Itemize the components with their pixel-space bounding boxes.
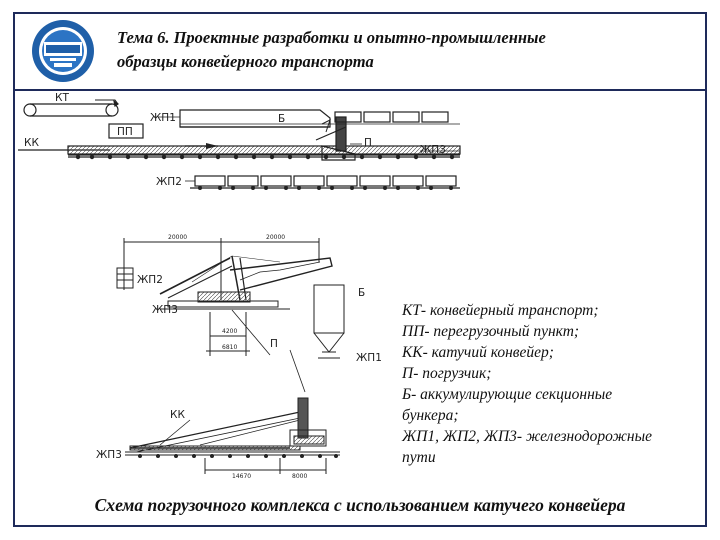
loader-p-plan (315, 116, 356, 161)
legend-item: ПП- перегрузочный пункт; (402, 323, 580, 340)
track-zhp3 (67, 145, 461, 158)
university-logo (32, 20, 94, 82)
label-p-side: П (270, 338, 278, 350)
pp-transfer-point (108, 123, 144, 139)
bottom-view-rolling-conveyor (125, 397, 340, 474)
legend-item: П- погрузчик; (402, 365, 492, 382)
side-view-loader (116, 238, 345, 446)
bottom-view-wheels (138, 454, 338, 458)
legend-item: Б- аккумулирующие секционные (402, 386, 613, 403)
legend-item: КТ- конвейерный транспорт; (402, 302, 599, 319)
label-zhp3-side: ЖП3 (152, 304, 178, 316)
legend-item: ЖП1, ЖП2, ЖП3- железнодорожные (402, 428, 652, 445)
wagons-zhp2-wheels (198, 186, 453, 190)
title-line-1: Тема 6. Проектные разработки и опытно-пр… (117, 28, 546, 47)
label-zhp2-top: ЖП2 (156, 176, 182, 188)
label-kk-bottom: КК (170, 409, 185, 421)
bunker-b-plan (179, 109, 331, 128)
dim-3: 4200 (222, 328, 237, 335)
figure-caption: Схема погрузочного комплекса с использов… (94, 495, 626, 515)
legend-item: бункера; (402, 407, 459, 424)
label-kk: КК (24, 137, 39, 149)
legend-item: КК- катучий конвейер; (402, 344, 554, 361)
label-zhp3-bottom: ЖП3 (96, 449, 122, 461)
wagons-zhp1 (180, 111, 460, 125)
wagons-zhp2 (190, 175, 460, 189)
slide-title: Тема 6. Проектные разработки и опытно-пр… (117, 26, 707, 74)
slide-frame (13, 12, 707, 527)
legend-item: пути (402, 449, 436, 466)
dim-6: 8000 (292, 473, 307, 480)
label-kt: КТ (55, 92, 69, 104)
label-pp: ПП (117, 126, 133, 138)
label-p-top: П (364, 137, 372, 149)
kt-conveyor (23, 99, 120, 117)
label-zhp1-top: ЖП1 (150, 112, 176, 124)
label-b-top: Б (278, 113, 285, 125)
header-divider (13, 89, 707, 91)
label-zhp1-side: ЖП1 (356, 352, 382, 364)
dim-2: 20000 (266, 234, 285, 241)
dim-1: 20000 (168, 234, 187, 241)
dim-4: 6810 (222, 344, 237, 351)
plan-view (18, 99, 461, 190)
title-line-2: образцы конвейерного транспорта (117, 52, 374, 71)
legend: КТ- конвейерный транспорт; ПП- перегрузо… (402, 300, 702, 468)
label-zhp2-side: ЖП2 (137, 274, 163, 286)
label-b-side: Б (358, 287, 365, 299)
dim-5: 14670 (232, 473, 251, 480)
track-zhp3-wheels (75, 154, 455, 160)
label-zhp3-top: ЖП3 (420, 144, 446, 156)
